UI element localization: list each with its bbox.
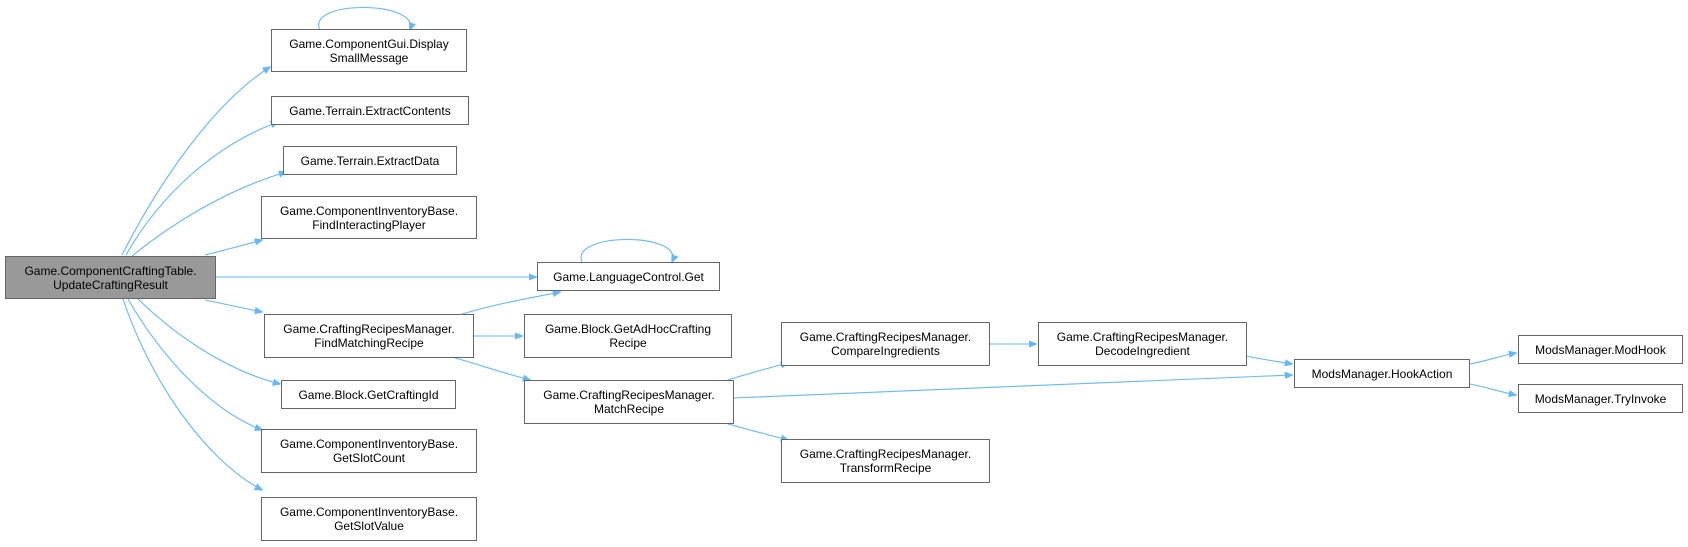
node-label-line2: FindInteractingPlayer xyxy=(312,217,426,232)
node-label-line1: ModsManager.TryInvoke xyxy=(1534,391,1667,406)
node-find-matching-recipe[interactable]: Game.CraftingRecipesManager. FindMatchin… xyxy=(264,314,474,358)
edge-display-msg-self xyxy=(318,6,411,31)
edge-root-slot-count xyxy=(127,298,262,430)
node-label-line1: Game.CraftingRecipesManager. xyxy=(1056,330,1229,344)
node-extract-contents[interactable]: Game.Terrain.ExtractContents xyxy=(271,96,469,125)
node-label-line2: MatchRecipe xyxy=(593,402,665,416)
edge-find-recipe-lang-get xyxy=(455,292,560,317)
node-transform-recipe[interactable]: Game.CraftingRecipesManager. TransformRe… xyxy=(781,439,990,483)
edge-hook-action-mod-hook xyxy=(1469,353,1516,365)
node-label-line1: Game.LanguageControl.Get xyxy=(553,269,704,284)
edge-lang-get-self xyxy=(580,238,673,263)
edge-match-recipe-hook-action xyxy=(732,375,1292,399)
node-label-line2: FindMatchingRecipe xyxy=(314,336,424,350)
edge-root-display-msg xyxy=(121,67,270,256)
edge-root-find-recipe xyxy=(204,299,262,312)
edge-match-recipe-transform xyxy=(727,423,788,440)
node-label-line2: GetSlotValue xyxy=(334,519,404,533)
node-extract-data[interactable]: Game.Terrain.ExtractData xyxy=(283,146,457,175)
node-label-line1: Game.CraftingRecipesManager. xyxy=(799,330,972,344)
edge-root-extract-data xyxy=(131,172,286,257)
node-label-line1: Game.CraftingRecipesManager. xyxy=(543,388,715,402)
edge-match-recipe-compare xyxy=(727,363,788,381)
node-label-line1: Game.Terrain.ExtractContents xyxy=(289,103,451,118)
edge-hook-action-try-invoke xyxy=(1469,383,1516,395)
node-match-recipe[interactable]: Game.CraftingRecipesManager. MatchRecipe xyxy=(524,380,734,424)
node-get-crafting-id[interactable]: Game.Block.GetCraftingId xyxy=(281,380,456,409)
edge-decode-hook-action xyxy=(1245,355,1292,364)
node-get-adhoc-crafting-recipe[interactable]: Game.Block.GetAdHocCrafting Recipe xyxy=(524,314,732,358)
node-display-small-message[interactable]: Game.ComponentGui.Display SmallMessage xyxy=(271,29,467,72)
node-decode-ingredient[interactable]: Game.CraftingRecipesManager. DecodeIngre… xyxy=(1038,322,1247,366)
node-label-line1: ModsManager.HookAction xyxy=(1311,366,1453,381)
node-label-line1: Game.ComponentInventoryBase. xyxy=(279,437,459,451)
node-hook-action[interactable]: ModsManager.HookAction xyxy=(1294,359,1470,388)
node-label-line2: Recipe xyxy=(609,336,647,350)
node-label-line1: Game.CraftingRecipesManager. xyxy=(283,322,455,336)
node-label-line1: Game.Block.GetAdHocCrafting xyxy=(544,322,712,336)
node-update-crafting-result[interactable]: Game.ComponentCraftingTable. UpdateCraft… xyxy=(5,256,216,299)
edge-root-extract-contents xyxy=(125,122,278,256)
edge-root-crafting-id xyxy=(137,298,280,384)
node-label-line2: UpdateCraftingResult xyxy=(53,277,168,292)
node-label-line2: GetSlotCount xyxy=(332,451,406,465)
node-label-line1: Game.ComponentGui.Display xyxy=(289,36,449,51)
node-label-line1: Game.ComponentInventoryBase. xyxy=(279,505,459,519)
node-compare-ingredients[interactable]: Game.CraftingRecipesManager. CompareIngr… xyxy=(781,322,990,366)
node-label-line2: TransformRecipe xyxy=(839,461,932,475)
node-label-line1: Game.CraftingRecipesManager. xyxy=(799,447,972,461)
node-try-invoke[interactable]: ModsManager.TryInvoke xyxy=(1518,384,1683,413)
node-label-line1: Game.Block.GetCraftingId xyxy=(298,387,439,402)
node-language-control-get[interactable]: Game.LanguageControl.Get xyxy=(537,262,720,291)
node-label-line1: Game.ComponentCraftingTable. xyxy=(24,263,197,278)
edge-root-slot-value xyxy=(122,298,262,490)
node-find-interacting-player[interactable]: Game.ComponentInventoryBase. FindInterac… xyxy=(261,196,477,239)
node-label-line2: SmallMessage xyxy=(329,50,409,65)
node-label-line2: DecodeIngredient xyxy=(1095,344,1190,358)
node-get-slot-value[interactable]: Game.ComponentInventoryBase. GetSlotValu… xyxy=(261,497,477,541)
node-get-slot-count[interactable]: Game.ComponentInventoryBase. GetSlotCoun… xyxy=(261,429,477,473)
node-label-line1: Game.Terrain.ExtractData xyxy=(300,153,440,168)
edge-find-recipe-match-recipe xyxy=(451,356,530,380)
node-label-line2: CompareIngredients xyxy=(831,344,940,358)
edge-root-find-player xyxy=(204,240,262,256)
node-label-line1: ModsManager.ModHook xyxy=(1535,342,1666,357)
node-label-line1: Game.ComponentInventoryBase. xyxy=(279,203,459,218)
node-mod-hook[interactable]: ModsManager.ModHook xyxy=(1518,335,1683,364)
